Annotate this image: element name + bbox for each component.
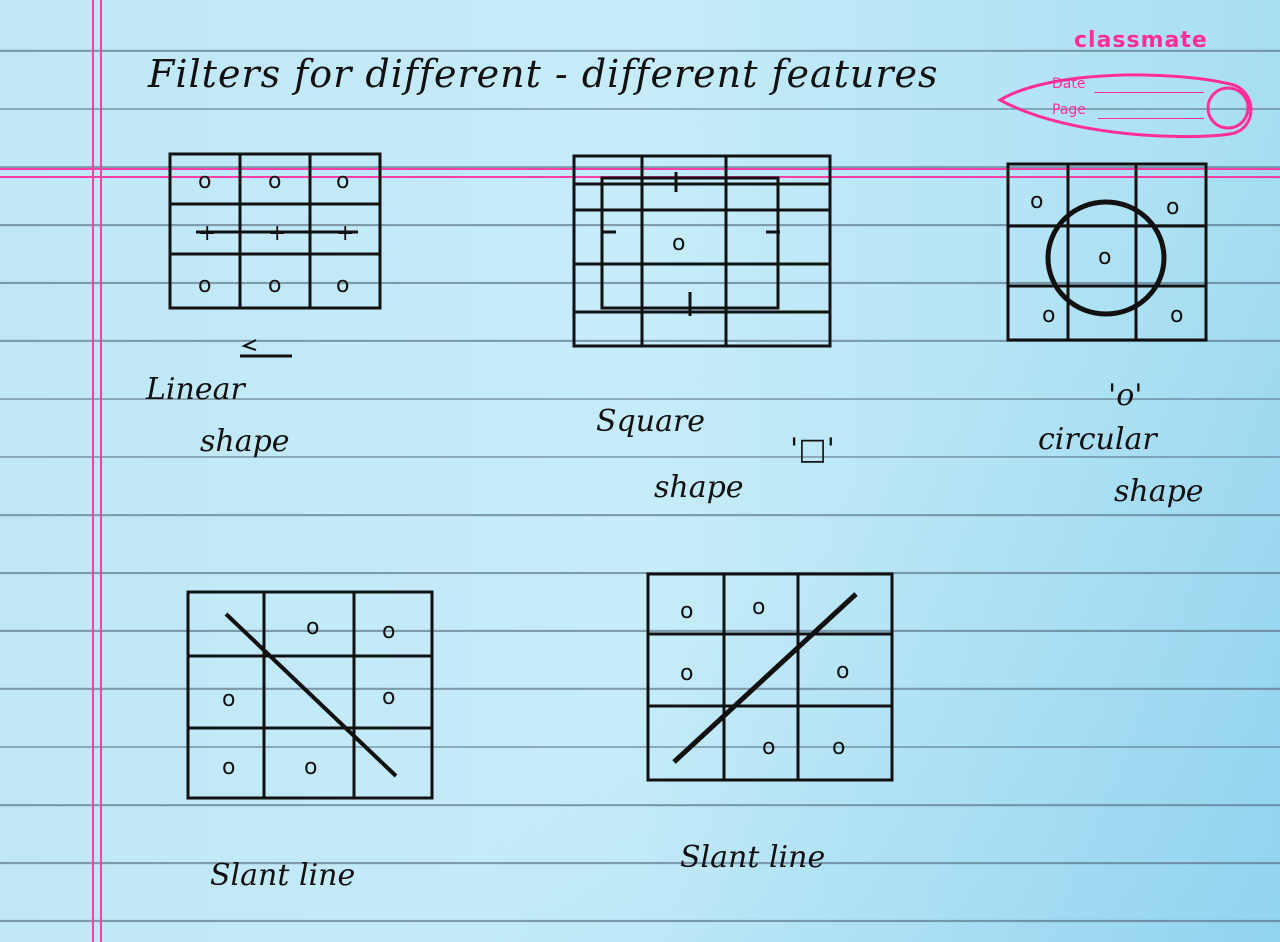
cell-text: + <box>268 221 286 246</box>
linear-caption-line1: Linear <box>146 372 245 407</box>
margin-line-vertical-2 <box>100 0 102 942</box>
page-title: Filters for different - different featur… <box>148 52 939 96</box>
cell-text: o <box>1030 189 1043 214</box>
circular-filter-grid: o o o o o <box>1006 162 1208 342</box>
linear-arrow-icon <box>240 339 292 358</box>
square-filter-grid: o <box>572 154 832 348</box>
cell-text: o <box>1042 303 1055 328</box>
cell-text: + <box>336 221 354 246</box>
date-line <box>1094 92 1204 93</box>
page-line <box>1098 118 1204 119</box>
cell-text: o <box>762 735 775 760</box>
cell-text: o <box>382 619 395 644</box>
cell-text: o <box>680 599 693 624</box>
margin-line-vertical <box>92 0 94 942</box>
square-caption-line2: shape <box>654 470 744 505</box>
cell-text: o <box>268 169 281 194</box>
cell-text: o <box>306 615 319 640</box>
cell-text: o <box>222 755 235 780</box>
circular-caption-line2: shape <box>1114 474 1204 509</box>
cell-text: o <box>336 169 349 194</box>
margin-line-horizontal <box>0 168 1280 170</box>
brand-stamp-outline <box>996 73 1253 139</box>
slant1-filter-grid: o o o o o o <box>186 590 434 800</box>
cell-text: o <box>198 169 211 194</box>
linear-filter-grid: o o o + + + o o o <box>168 152 382 310</box>
cell-text: o <box>382 685 395 710</box>
cell-text: o <box>1098 245 1111 270</box>
square-center-cell: o <box>672 231 685 256</box>
cell-text: o <box>304 755 317 780</box>
page-label: Page <box>1052 102 1086 118</box>
date-label: Date <box>1052 76 1086 92</box>
cell-text: o <box>832 735 845 760</box>
circular-caption-line1: circular <box>1038 422 1157 457</box>
brand-logo: classmate <box>1074 28 1208 53</box>
cell-text: o <box>1170 303 1183 328</box>
slant2-caption: Slant line <box>680 840 826 875</box>
cell-text: o <box>1166 195 1179 220</box>
cell-text: o <box>222 687 235 712</box>
cell-text: o <box>680 661 693 686</box>
slant2-filter-grid: o o o o o o <box>646 572 894 782</box>
linear-caption-line2: shape <box>200 424 290 459</box>
cell-text: + <box>198 221 216 246</box>
square-caption-line1: Square <box>596 404 706 439</box>
cell-text: o <box>268 273 281 298</box>
cell-text: o <box>336 273 349 298</box>
circular-shape-symbol: 'o' <box>1108 378 1143 413</box>
cell-text: o <box>836 659 849 684</box>
slant1-caption: Slant line <box>210 858 356 893</box>
cell-text: o <box>752 595 765 620</box>
cell-text: o <box>198 273 211 298</box>
square-shape-symbol: '□' <box>790 432 835 467</box>
